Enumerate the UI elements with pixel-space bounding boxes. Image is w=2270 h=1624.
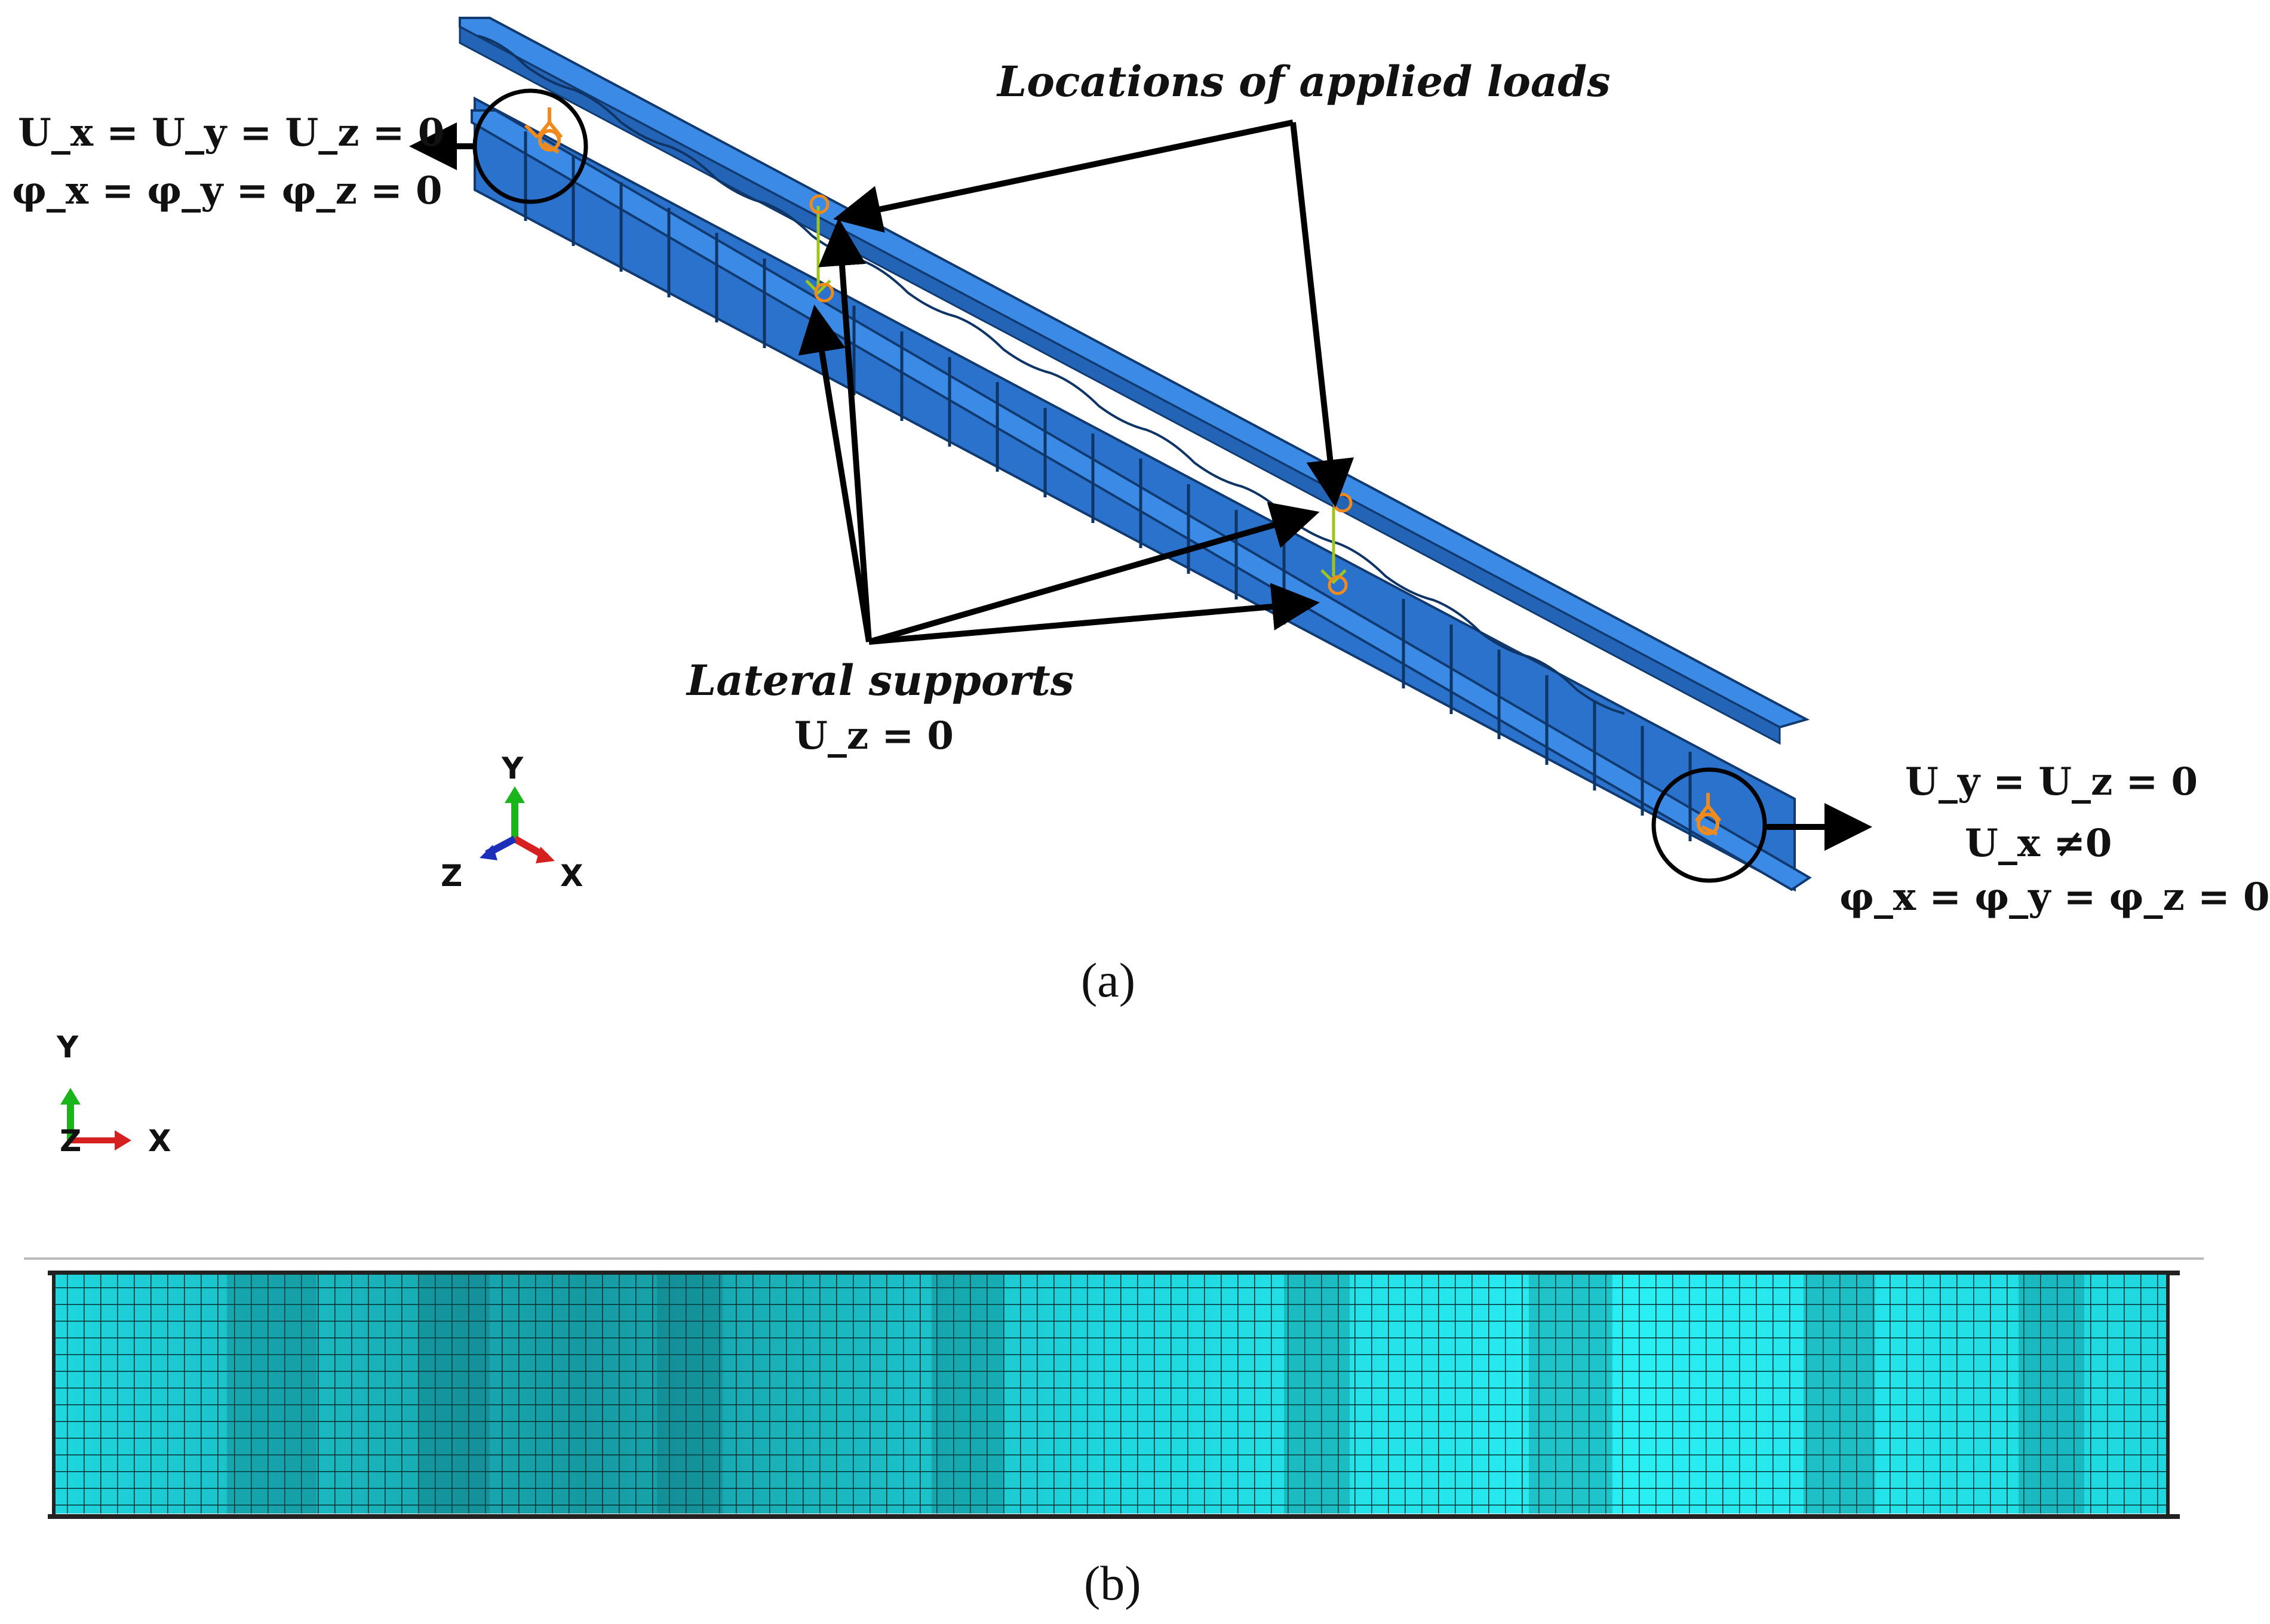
triad-x-label: X (560, 859, 583, 893)
mesh-grid (54, 1275, 2168, 1514)
coordinate-triad-b (60, 1088, 131, 1151)
right-support-circle (1651, 767, 1767, 883)
beam-top-flange-front (459, 25, 1781, 745)
beam-corrugation-line (477, 35, 1625, 715)
right-support-line3: φ_x = φ_y = φ_z = 0 (1839, 875, 2270, 919)
triad-b-y-label: Y (57, 1030, 79, 1065)
figure-canvas (24, 17, 2204, 1519)
caption-b: (b) (1084, 1556, 1141, 1610)
beam-top-flange (459, 17, 1810, 729)
right-support-line2: U_x ≠0 (1965, 821, 2112, 866)
caption-a: (a) (1081, 953, 1136, 1007)
right-support-line1: U_y = U_z = 0 (1905, 759, 2198, 804)
leader-arrows (409, 119, 1872, 851)
triad-b-x-label: X (148, 1124, 171, 1158)
lateral-supports-condition: U_z = 0 (794, 713, 954, 758)
mesh-bands (227, 1275, 2084, 1514)
triad-b-z-label: Z (60, 1124, 82, 1158)
triad-y-label: Y (502, 751, 524, 786)
applied-loads-label: Locations of applied loads (997, 57, 1611, 106)
left-support-circle (472, 88, 588, 204)
lateral-supports-label: Lateral supports (687, 656, 1074, 705)
coordinate-triad (480, 786, 555, 863)
left-support-line2: φ_x = φ_y = φ_z = 0 (12, 168, 443, 213)
i-beam-3d (459, 17, 1812, 892)
left-support-line1: U_x = U_y = U_z = 0 (18, 110, 445, 155)
triad-z-label: Z (441, 859, 463, 893)
boundary-condition-glyph (524, 107, 1722, 836)
